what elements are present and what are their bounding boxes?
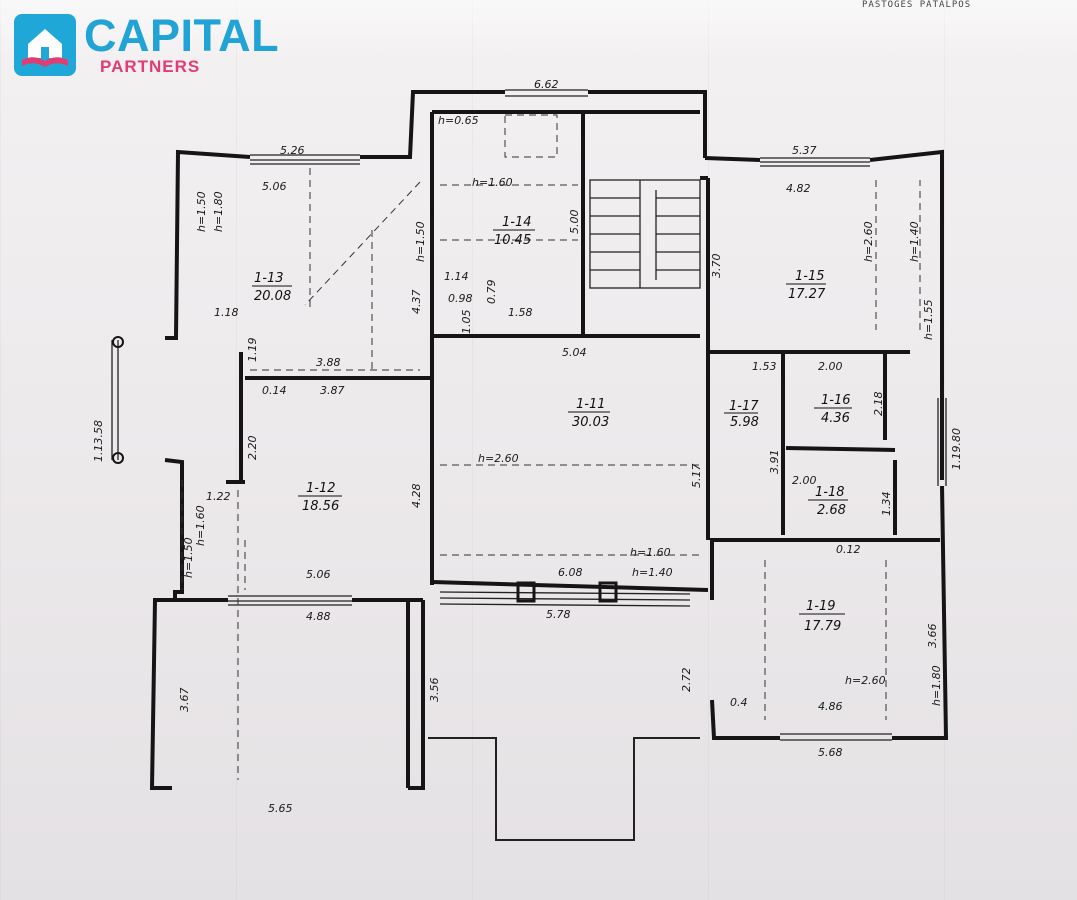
room-area: 5.98 xyxy=(730,415,759,430)
dimension-label: h=1.80 xyxy=(212,191,225,232)
dimension-label: h=1.40 xyxy=(632,566,673,579)
dimension-label: 1.14 xyxy=(444,270,469,283)
dimension-label: 1.58 xyxy=(508,306,533,319)
dimension-label: 1.19 xyxy=(246,338,259,363)
room-area: 17.27 xyxy=(788,287,826,302)
dimension-label: h=1.60 xyxy=(194,505,207,546)
dimension-label: 2.20 xyxy=(246,436,259,461)
dimension-label: 6.08 xyxy=(558,566,583,579)
room-id: 1-15 xyxy=(795,269,825,284)
dimension-label: 3.87 xyxy=(320,384,345,397)
dimension-label: 2.72 xyxy=(680,668,693,693)
dimension-label: 5.68 xyxy=(818,746,843,759)
dimension-label: 5.37 xyxy=(792,144,817,157)
dimension-label: h=2.60 xyxy=(862,221,875,262)
dimension-label: 0.79 xyxy=(485,280,498,305)
dimension-labels: 6.62 h=0.65 5.26 5.06 h=1.60 h=1.50 h=1.… xyxy=(92,78,963,815)
dimension-label: 3.66 xyxy=(926,624,939,649)
dimension-label: 4.86 xyxy=(818,700,843,713)
dimension-label: 3.56 xyxy=(428,678,441,703)
dimension-label: 5.04 xyxy=(562,346,587,359)
room-id: 1-13 xyxy=(254,271,284,286)
room-area: 20.08 xyxy=(254,289,291,304)
room-area: 18.56 xyxy=(302,499,339,514)
dimension-label: 3.67 xyxy=(178,688,191,713)
brand-subtitle: PARTNERS xyxy=(100,57,201,76)
dimension-label: h=1.80 xyxy=(930,665,943,706)
dimension-label: 6.62 xyxy=(534,78,559,91)
dimension-label: 1.13.58 xyxy=(92,420,105,462)
dimension-label: 0.4 xyxy=(730,696,748,709)
room-id: 1-18 xyxy=(815,485,845,500)
staircase xyxy=(589,179,701,289)
room-id: 1-19 xyxy=(806,599,836,614)
room-area: 10.45 xyxy=(494,233,531,248)
room-area: 30.03 xyxy=(572,415,609,430)
dimension-label: h=1.55 xyxy=(922,299,935,340)
dimension-label: h=1.60 xyxy=(630,546,671,559)
dimension-label: 1.22 xyxy=(206,490,231,503)
dimension-label: 0.14 xyxy=(262,384,287,397)
balcony-outline xyxy=(428,737,700,841)
dimension-label: 2.00 xyxy=(792,474,817,487)
room-area: 17.79 xyxy=(804,619,841,634)
dimension-label: 5.26 xyxy=(280,144,305,157)
house-book-icon xyxy=(14,14,76,76)
dimension-label: 5.78 xyxy=(546,608,571,621)
dimension-label: h=0.65 xyxy=(438,114,479,127)
inner-walls xyxy=(226,110,940,788)
room-area: 2.68 xyxy=(817,503,846,518)
brand-title: CAPITAL xyxy=(84,10,280,61)
dimension-label: h=1.40 xyxy=(908,221,921,262)
dimension-label: 0.98 xyxy=(448,292,473,305)
room-id: 1-14 xyxy=(502,215,532,230)
dimension-label: h=1.50 xyxy=(195,191,208,232)
outer-walls xyxy=(149,90,949,790)
dimension-label: 0.12 xyxy=(836,543,861,556)
dimension-label: h=2.60 xyxy=(845,674,886,687)
dimension-label: 1.05 xyxy=(460,310,473,335)
room-area: 4.36 xyxy=(821,411,850,426)
slope-lines xyxy=(181,114,921,780)
dimension-label: 3.91 xyxy=(768,450,781,475)
dimension-label: 1.19.80 xyxy=(950,428,963,470)
room-id: 1-11 xyxy=(576,397,606,412)
dimension-label: 2.18 xyxy=(872,392,885,417)
dimension-label: h=1.50 xyxy=(182,537,195,578)
dimension-label: 2.00 xyxy=(818,360,843,373)
room-id: 1-17 xyxy=(729,399,759,414)
room-id: 1-12 xyxy=(306,481,336,496)
sheet-stamp: PASTOGES PATALPOS xyxy=(862,0,972,10)
windows xyxy=(111,89,947,741)
room-id: 1-16 xyxy=(821,393,851,408)
dimension-label: 1.53 xyxy=(752,360,777,373)
dimension-label: 3.70 xyxy=(710,254,723,279)
dimension-label: 5.65 xyxy=(268,802,293,815)
dimension-label: 5.00 xyxy=(568,210,581,235)
dimension-label: 3.88 xyxy=(316,356,341,369)
paper-fold xyxy=(0,0,1077,60)
dimension-label: 5.06 xyxy=(306,568,331,581)
dimension-label: 4.82 xyxy=(786,182,811,195)
dimension-label: h=2.60 xyxy=(478,452,519,465)
dimension-label: 5.06 xyxy=(262,180,287,193)
dimension-label: 1.18 xyxy=(214,306,239,319)
dimension-label: 1.34 xyxy=(880,492,893,517)
dimension-label: h=1.60 xyxy=(472,176,513,189)
room-labels: 1-13 20.08 1-14 10.45 1-15 17.27 1-11 30… xyxy=(252,215,852,634)
dimension-label: 4.88 xyxy=(306,610,331,623)
brand-logo: CAPITAL PARTNERS xyxy=(14,12,284,78)
dimension-label: 5.17 xyxy=(690,464,703,489)
dimension-label: 4.37 xyxy=(410,290,423,315)
dimension-label: h=1.50 xyxy=(414,221,427,262)
dimension-label: 4.28 xyxy=(410,484,423,509)
